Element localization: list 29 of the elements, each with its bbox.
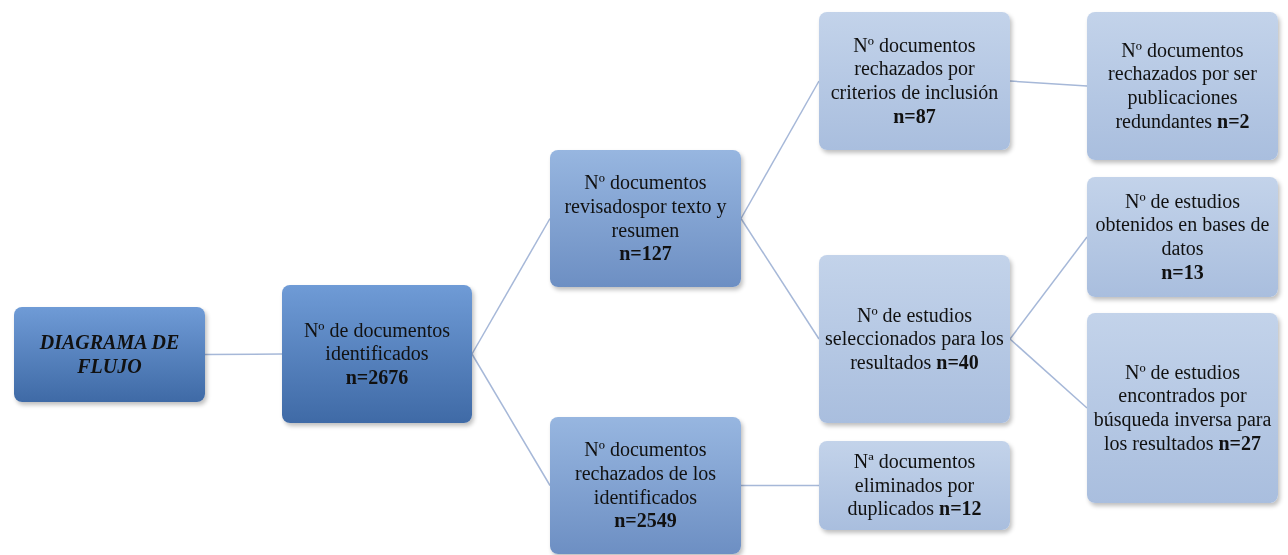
- connector-line: [471, 353, 551, 487]
- connector-line: [471, 217, 551, 355]
- process-box: [819, 12, 1010, 150]
- connector-line: [204, 353, 283, 356]
- box-text: Nº de estudios seleccionados para los resultados n=40: [825, 303, 1004, 375]
- count-text: n=13: [1161, 260, 1204, 285]
- connector-line: [1009, 236, 1088, 340]
- process-box: [819, 441, 1010, 530]
- count-text: n=127: [619, 242, 672, 266]
- connector-line: [740, 484, 820, 487]
- process-box: [282, 285, 472, 423]
- box-text: DIAGRAMA DE FLUJO: [38, 330, 181, 379]
- count-text: n=2676: [345, 365, 409, 390]
- box-text: Nº documentos rechazados por criterios de inclusión n=87: [829, 33, 1000, 129]
- process-box: [1087, 177, 1278, 297]
- connector-line: [740, 80, 820, 220]
- connector-line: [1009, 80, 1088, 87]
- process-box: [1087, 12, 1278, 160]
- connector-line: [740, 217, 820, 340]
- process-box: [819, 255, 1010, 423]
- count-text: n=2549: [614, 509, 677, 533]
- box-text: Nº documentos rechazados por ser publicaciones redundantes n=2: [1107, 38, 1258, 134]
- process-box: [550, 150, 741, 287]
- title-box: [14, 307, 205, 402]
- process-box: [1087, 313, 1278, 503]
- box-text: Nº de estudios encontrados por búsqueda inversa para los resultados n=27: [1093, 360, 1272, 456]
- box-text: Nª documentos eliminados por duplicados n=12: [846, 450, 983, 521]
- process-box: [550, 417, 741, 554]
- connector-line: [1009, 338, 1088, 409]
